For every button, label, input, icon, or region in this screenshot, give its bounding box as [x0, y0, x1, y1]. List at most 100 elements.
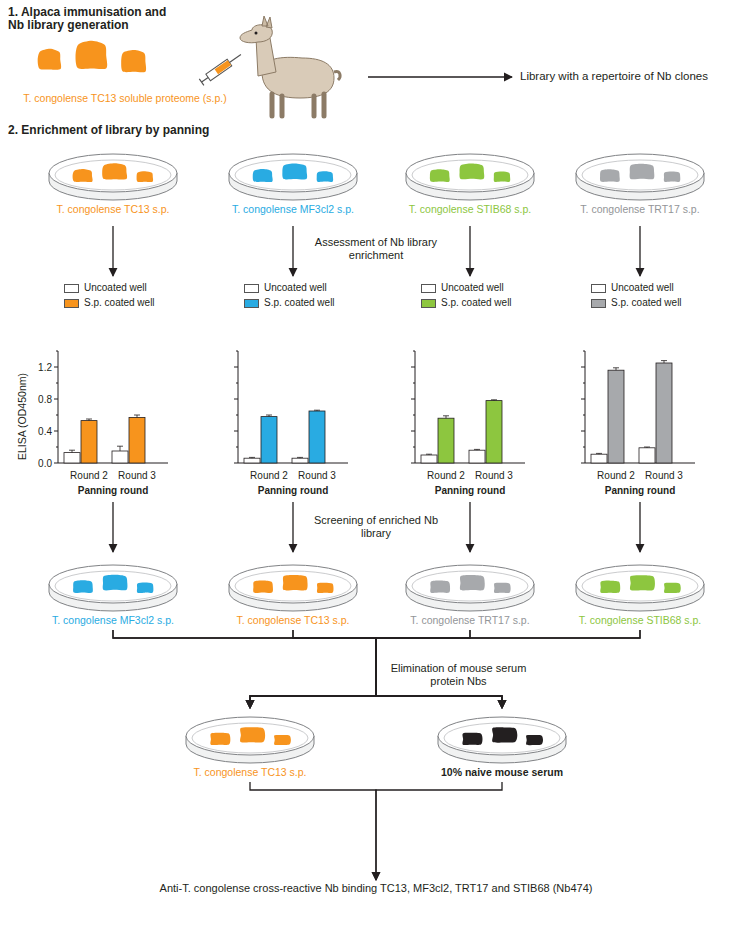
node-label: T. congolense TC13 s.p.	[28, 203, 198, 216]
petri-dish: T. congolense STIB68 s.p.	[555, 556, 725, 630]
text-label: Round 3	[111, 469, 163, 482]
dish-drawing	[555, 556, 725, 612]
protein-blob	[317, 583, 334, 593]
protein-blob	[600, 581, 620, 593]
error-bar	[69, 450, 75, 452]
chart-axes	[238, 351, 348, 463]
protein-blob	[430, 169, 450, 182]
legend-swatch	[421, 299, 436, 308]
error-bar	[426, 454, 432, 456]
legend-swatch	[591, 284, 606, 293]
axis-tick	[583, 447, 585, 448]
axis-tick	[583, 383, 585, 384]
legend-swatch	[244, 299, 259, 308]
protein-blob	[253, 169, 273, 182]
axis-tick	[581, 463, 585, 464]
petri-dish: T. congolense STIB68 s.p.	[385, 145, 555, 219]
alpaca	[240, 16, 340, 116]
petri-dish: T. congolense TRT17 s.p.	[385, 556, 555, 630]
axis-tick	[234, 431, 238, 432]
flow-arrow	[292, 502, 293, 552]
flow-arrow	[469, 226, 470, 276]
error-bar	[117, 446, 123, 451]
protein-blob	[137, 583, 154, 593]
text-label: Round 3	[468, 469, 520, 482]
error-bar	[443, 416, 449, 418]
syringe-plunger-needle	[199, 51, 243, 85]
dish-inner-rim	[235, 160, 351, 190]
dish-inner-rim	[55, 571, 171, 601]
syringe-liquid	[215, 60, 232, 74]
axis-tick	[54, 367, 58, 368]
petri-dish: T. congolense TC13 s.p.	[28, 145, 198, 219]
axis-tick	[236, 351, 238, 352]
axis-tick	[411, 463, 415, 464]
protein-blob	[462, 733, 482, 745]
axis-tick	[236, 447, 238, 448]
error-bar	[249, 457, 255, 459]
bar	[129, 417, 145, 463]
axis-tick	[234, 399, 238, 400]
protein-blob	[492, 727, 517, 742]
dish-drawing	[385, 556, 555, 612]
tick-label: 0.8	[26, 393, 52, 406]
dish-rim	[229, 154, 357, 192]
bar-chart	[411, 351, 525, 463]
dish-drawing	[555, 145, 725, 201]
petri-dish: T. congolense TC13 s.p.	[165, 708, 335, 782]
dish-drawing	[165, 708, 335, 764]
axis-tick	[413, 447, 415, 448]
dish-drawing	[417, 708, 587, 764]
protein-blob	[38, 49, 61, 70]
flow-arrow	[639, 502, 640, 552]
axis-tick	[583, 415, 585, 416]
dish-rim	[576, 565, 704, 603]
bar-chart	[581, 351, 695, 463]
dish-rim	[49, 565, 177, 603]
axis-tick	[581, 399, 585, 400]
legend-swatch	[421, 284, 436, 293]
axis-tick	[234, 463, 238, 464]
legend-text: S.p. coated well	[441, 297, 512, 309]
dish-inner-rim	[412, 160, 528, 190]
protein-blob	[600, 169, 620, 182]
connector	[250, 782, 376, 880]
dish-rim	[406, 565, 534, 603]
axis-tick	[413, 383, 415, 384]
dish-rim	[229, 565, 357, 603]
syringe-barrel	[206, 59, 232, 80]
axis-tick	[54, 399, 58, 400]
error-bar	[613, 368, 619, 370]
node-label: 10% naive mouse serum	[417, 766, 587, 779]
axis-tick	[56, 383, 58, 384]
node-label: T. congolense TRT17 s.p.	[385, 614, 555, 627]
protein-blob	[494, 171, 510, 181]
flow-arrow	[112, 502, 113, 552]
dish-rim	[186, 717, 314, 755]
legend-text: Uncoated well	[264, 282, 327, 294]
error-bar	[314, 410, 320, 412]
protein-blob	[526, 735, 543, 745]
node-label: T. congolense MF3cl2 s.p.	[28, 614, 198, 627]
protein-blob	[210, 733, 230, 745]
axis-tick	[581, 431, 585, 432]
dish-drawing	[28, 145, 198, 201]
bar	[292, 458, 308, 463]
dish-inner-rim	[235, 571, 351, 601]
protein-blob	[103, 575, 128, 591]
protein-blob	[460, 164, 485, 180]
bar	[64, 453, 80, 463]
node-label: T. congolense TC13 soluble proteome (s.p…	[10, 92, 240, 105]
text-label: Round 3	[291, 469, 343, 482]
text-label: Round 2	[590, 469, 642, 482]
error-bar	[661, 361, 667, 363]
text-label: Round 2	[243, 469, 295, 482]
text-label: 2. Enrichment of library by panning	[8, 124, 328, 137]
bar-chart	[234, 351, 348, 463]
dish-drawing	[208, 556, 378, 612]
alpaca-tail	[334, 72, 340, 80]
text-label: Library with a repertoire of Nb clones	[520, 70, 735, 83]
protein-blob	[137, 171, 154, 182]
dish-inner-rim	[55, 160, 171, 190]
